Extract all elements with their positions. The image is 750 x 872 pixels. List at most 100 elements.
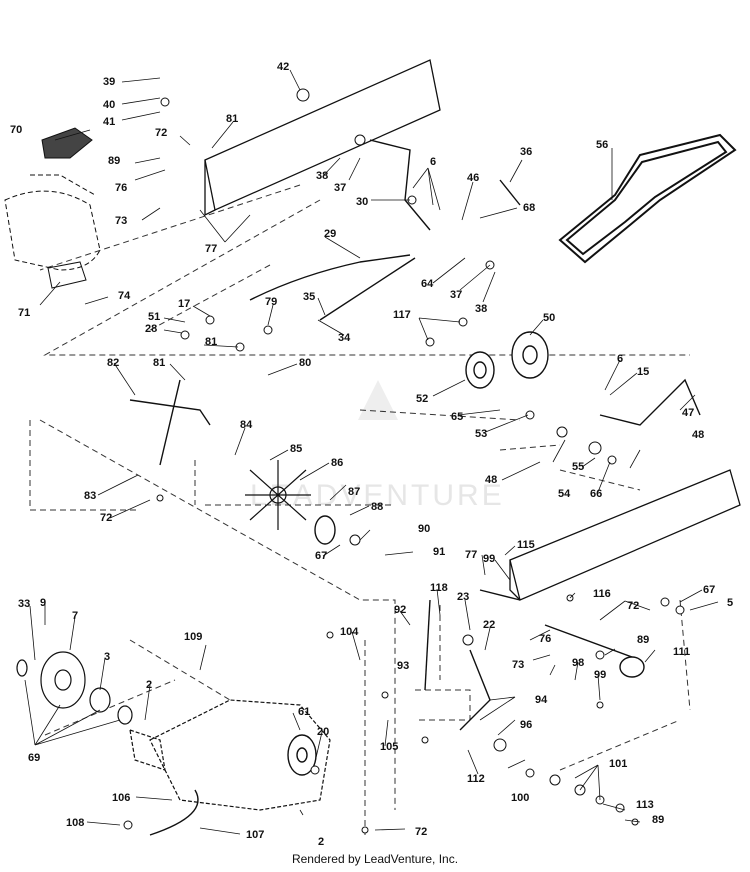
callout-2a: 2 [146, 679, 152, 691]
callout-85: 85 [290, 443, 302, 455]
callout-89: 89 [108, 155, 120, 167]
callout-104: 104 [340, 626, 359, 638]
callout-3: 3 [104, 651, 110, 663]
callout-54: 54 [558, 488, 571, 500]
callout-77: 77 [205, 243, 217, 255]
callout-66: 66 [590, 488, 602, 500]
callout-22: 22 [483, 619, 495, 631]
callout-20: 20 [317, 726, 329, 738]
callout-118: 118 [430, 582, 448, 594]
transmission [129, 699, 331, 811]
callout-73: 73 [115, 215, 127, 227]
callout-37b: 37 [450, 289, 462, 301]
callout-89b: 89 [637, 634, 649, 646]
callout-48a: 48 [692, 429, 704, 441]
callout-100: 100 [511, 792, 529, 804]
callout-67b: 67 [703, 584, 715, 596]
callout-81c: 81 [153, 357, 165, 369]
pulleys [287, 331, 645, 776]
callout-105: 105 [380, 741, 398, 753]
callout-111: 111 [673, 646, 690, 658]
plate-71 [47, 261, 87, 289]
callout-106: 106 [112, 792, 130, 804]
callout-99b: 99 [594, 669, 606, 681]
callout-87: 87 [348, 486, 360, 498]
watermark: LEADVENTURE [250, 380, 502, 512]
callout-68: 68 [523, 202, 535, 214]
callout-6b: 6 [617, 353, 623, 365]
callout-46: 46 [467, 172, 479, 184]
callout-56: 56 [596, 139, 608, 151]
callout-116: 116 [593, 588, 611, 600]
callout-86: 86 [331, 457, 343, 469]
callout-41: 41 [103, 116, 115, 128]
fender-outline [4, 174, 101, 271]
callout-72: 72 [155, 127, 167, 139]
callout-81: 81 [226, 113, 238, 125]
callout-77b: 77 [465, 549, 477, 561]
callout-117: 117 [393, 309, 411, 321]
callout-94: 94 [535, 694, 548, 706]
callout-90: 90 [418, 523, 430, 535]
callout-28: 28 [145, 323, 157, 335]
callout-38a: 38 [316, 170, 328, 182]
callout-42: 42 [277, 61, 289, 73]
callout-55: 55 [572, 461, 584, 473]
callout-2b: 2 [318, 836, 324, 848]
linkage-rods [129, 139, 701, 836]
callout-88: 88 [371, 501, 383, 513]
callout-79: 79 [265, 296, 277, 308]
hub-assembly [16, 651, 133, 725]
callout-84: 84 [240, 419, 253, 431]
callout-34: 34 [338, 332, 351, 344]
callout-40: 40 [103, 99, 115, 111]
callout-35: 35 [303, 291, 315, 303]
callout-51: 51 [148, 311, 160, 323]
callout-29: 29 [324, 228, 336, 240]
callout-96: 96 [520, 719, 532, 731]
callout-83: 83 [84, 490, 96, 502]
callout-74: 74 [118, 290, 131, 302]
callout-50: 50 [543, 312, 555, 324]
callout-73b: 73 [512, 659, 524, 671]
callout-33: 33 [18, 598, 30, 610]
callout-108: 108 [66, 817, 84, 829]
callout-39: 39 [103, 76, 115, 88]
callout-17: 17 [178, 298, 190, 310]
callout-48b: 48 [485, 474, 497, 486]
cooling-fan-86 [245, 460, 311, 530]
callout-72c: 72 [627, 600, 639, 612]
callout-71: 71 [18, 307, 30, 319]
leader-lines [24, 69, 719, 835]
callout-89c: 89 [652, 814, 664, 826]
callout-112: 112 [467, 773, 485, 785]
callout-37a: 37 [334, 182, 346, 194]
callout-76: 76 [115, 182, 127, 194]
callout-labels: 39 40 41 42 70 72 81 89 76 73 77 71 74 3… [10, 61, 733, 848]
callout-98: 98 [572, 657, 584, 669]
callout-9: 9 [40, 597, 46, 609]
bracket-plate-70 [41, 127, 93, 159]
callout-23: 23 [457, 591, 469, 603]
callout-6a: 6 [430, 156, 436, 168]
callout-80: 80 [299, 357, 311, 369]
dashed-group-outlines [29, 184, 691, 835]
callout-47: 47 [682, 407, 694, 419]
hardware [123, 88, 685, 834]
callout-93: 93 [397, 660, 409, 672]
callout-7: 7 [72, 610, 78, 622]
callout-36: 36 [520, 146, 532, 158]
footer-credit: Rendered by LeadVenture, Inc. [291, 852, 459, 866]
callout-65: 65 [451, 411, 463, 423]
callout-115: 115 [517, 539, 535, 551]
drive-belt-56 [558, 133, 737, 264]
callout-30: 30 [356, 196, 368, 208]
callout-5: 5 [727, 597, 733, 609]
callout-113: 113 [636, 799, 654, 811]
callout-69: 69 [28, 752, 40, 764]
callout-61: 61 [298, 706, 310, 718]
flame-logo-icon [358, 380, 398, 420]
callout-67a: 67 [315, 550, 327, 562]
callout-52: 52 [416, 393, 428, 405]
